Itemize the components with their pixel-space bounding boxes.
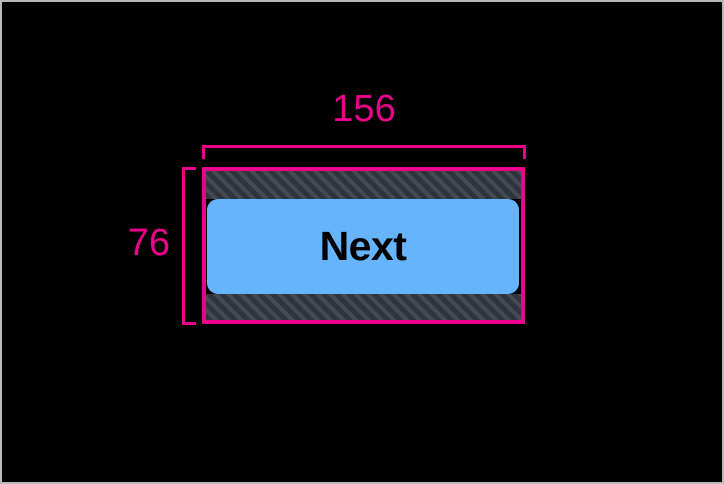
width-bracket-tick-end — [523, 145, 526, 159]
height-bracket-tick-end — [182, 322, 196, 325]
width-measurement-label: 156 — [332, 88, 396, 130]
margin-hatch-band-bottom — [206, 294, 521, 320]
height-bracket-tick-start — [182, 167, 196, 170]
height-bracket-bar — [182, 167, 185, 325]
width-measurement-bracket — [202, 145, 526, 159]
height-measurement-bracket — [182, 167, 196, 325]
width-bracket-tick-start — [202, 145, 205, 159]
height-measurement-label: 76 — [127, 222, 170, 264]
margin-hatch-band-top — [206, 171, 521, 199]
next-button[interactable]: Next — [207, 199, 519, 294]
width-bracket-bar — [202, 145, 526, 148]
element-bounds-highlight: Next — [202, 167, 525, 324]
next-button-label: Next — [319, 223, 407, 269]
